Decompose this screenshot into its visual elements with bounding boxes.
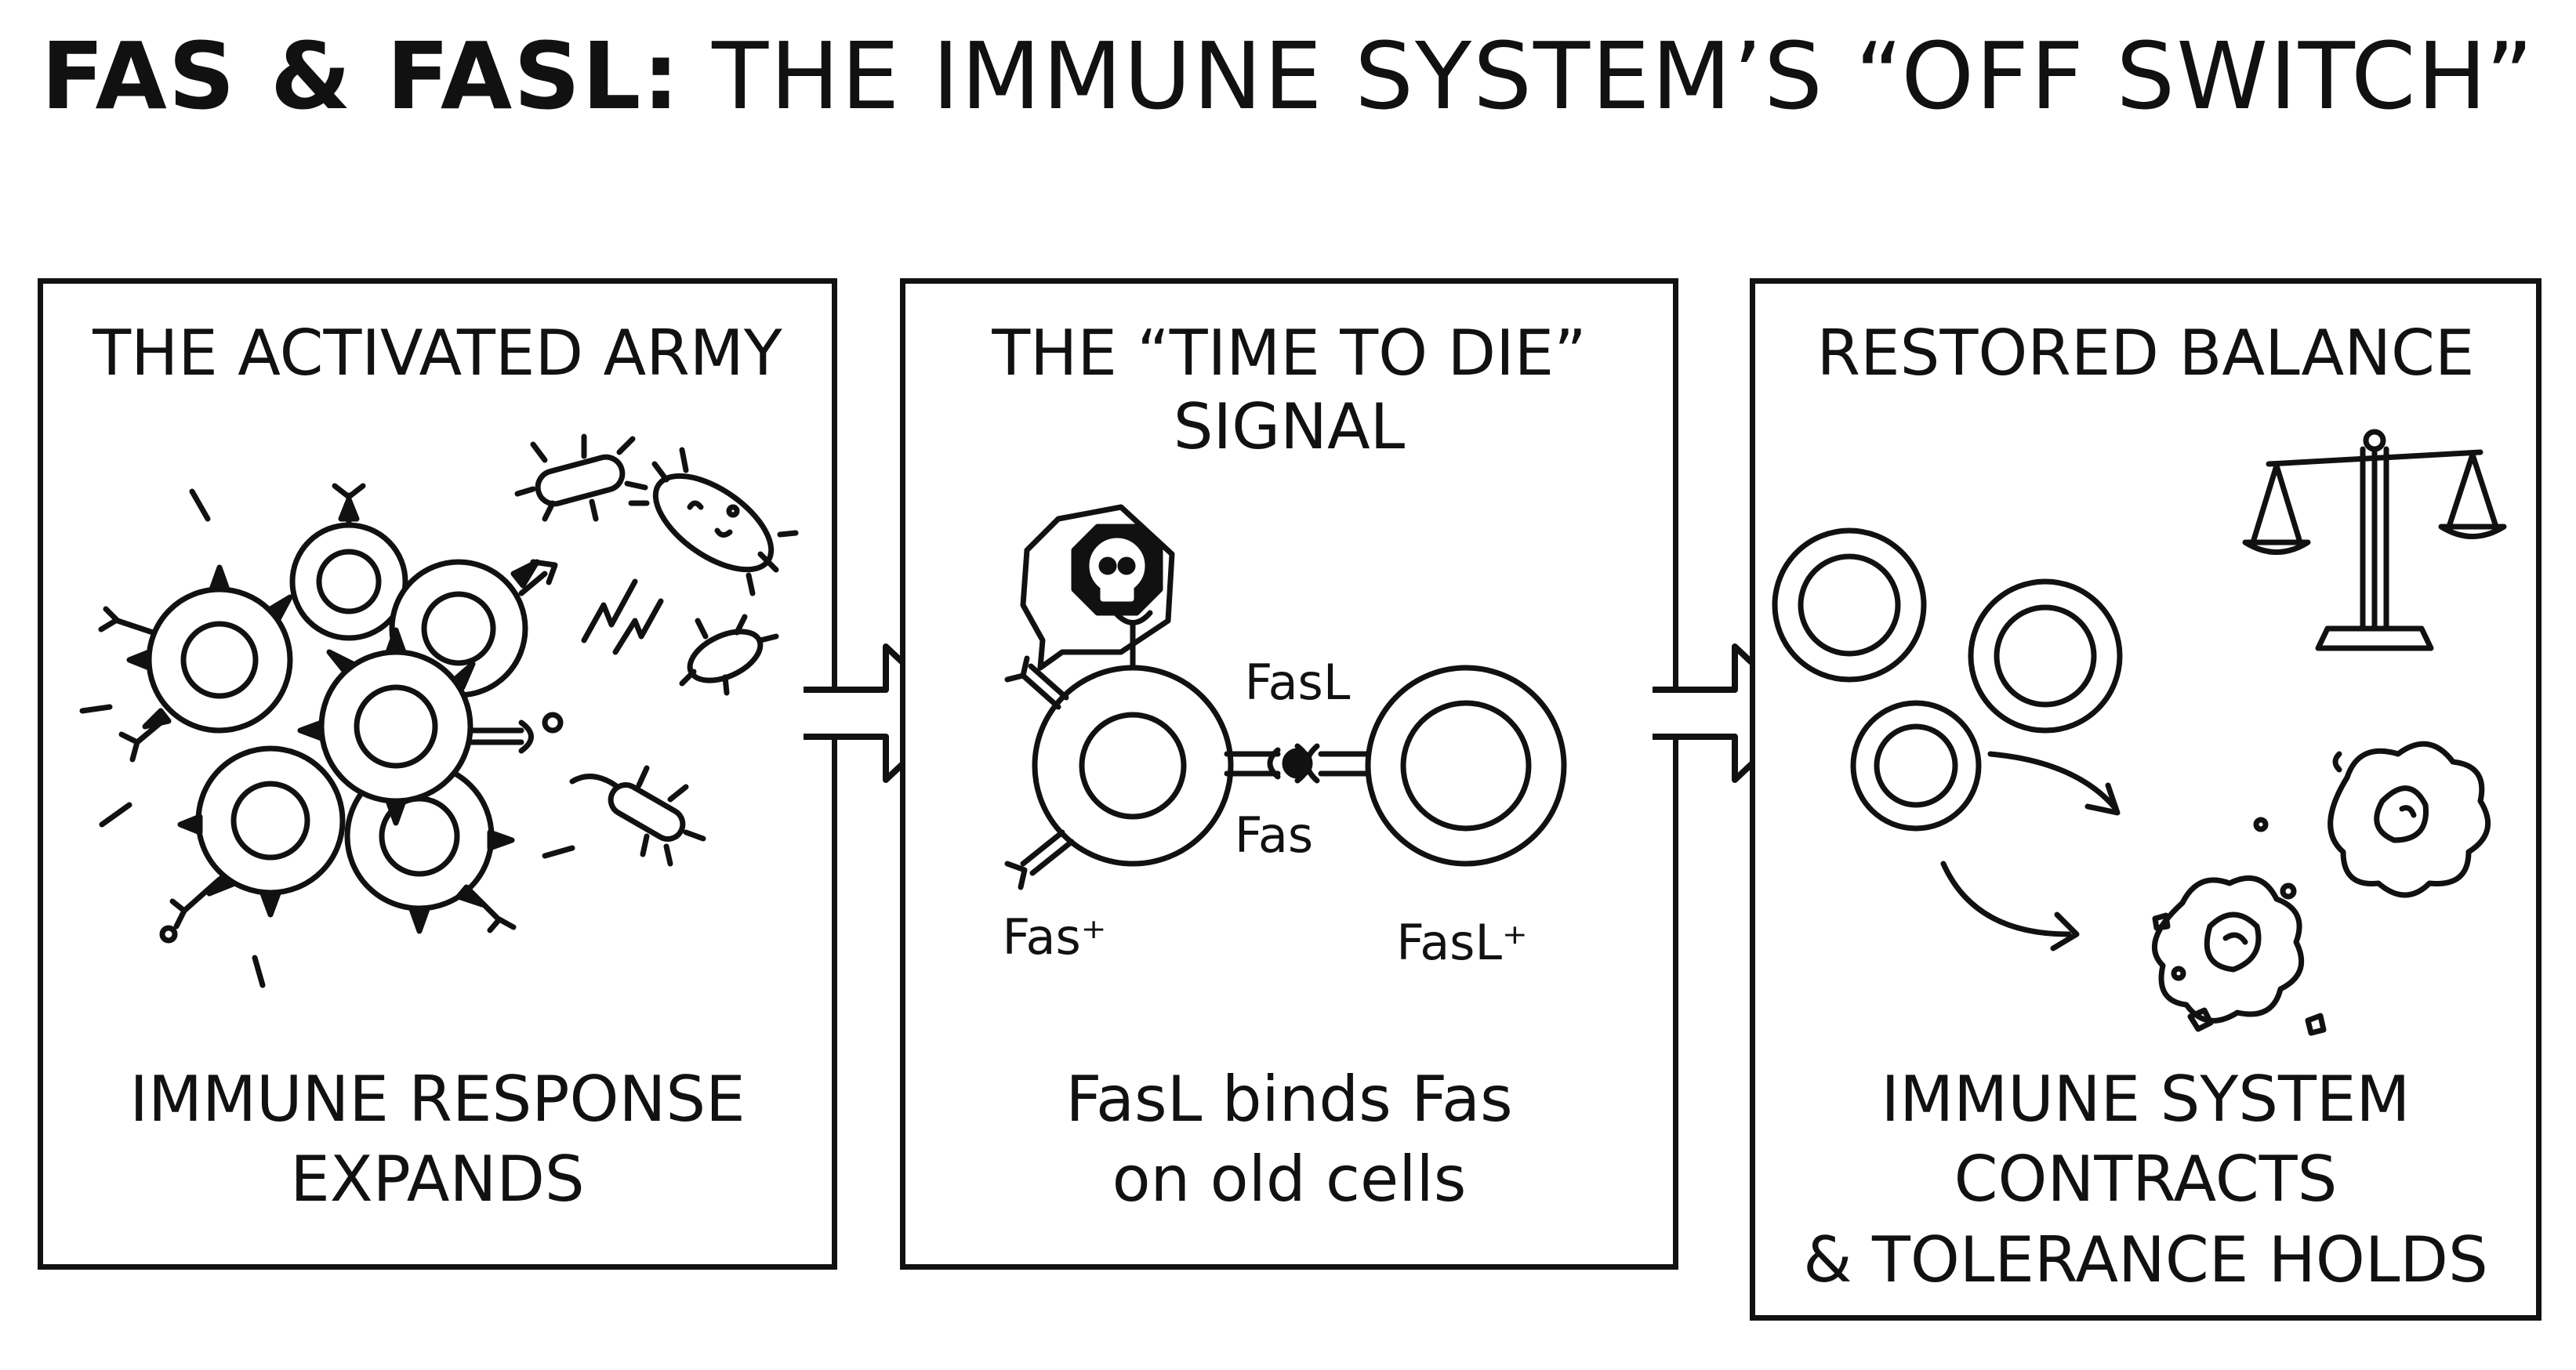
fasl-label: FasL [1245, 654, 1351, 711]
caption-line: IMMUNE SYSTEM [1881, 1063, 2411, 1136]
title-bold: FAS & FASL: [41, 22, 681, 130]
apoptotic-cell-icon [2327, 741, 2491, 898]
bacteria-icon [514, 433, 648, 522]
page-title: FAS & FASL: THE IMMUNE SYSTEM’S “OFF SWI… [0, 30, 2576, 122]
t-cell-icon [297, 627, 564, 826]
resting-cell [1968, 578, 2123, 734]
bacteria-icon [569, 765, 706, 867]
caption-line: FasL binds Fas [1065, 1063, 1513, 1136]
heading-line: SIGNAL [1173, 390, 1406, 464]
fas-fasl-binding [1224, 743, 1371, 784]
t-cell-icon [98, 564, 293, 763]
caption-line: & TOLERANCE HOLDS [1803, 1223, 2488, 1296]
resting-cell [1772, 527, 1927, 683]
caption-line: IMMUNE RESPONSE [129, 1063, 746, 1136]
panel-caption: FasL binds Fas on old cells [905, 1060, 1673, 1220]
fas-positive-cell [1004, 610, 1234, 890]
panel-heading: THE “TIME TO DIE” SIGNAL [905, 317, 1673, 465]
fas-plus-label: Fas⁺ [1003, 908, 1107, 966]
caption-line: EXPANDS [290, 1143, 585, 1216]
balance-scale-icon [2242, 429, 2507, 651]
caption-line: CONTRACTS [1954, 1143, 2338, 1216]
panel-caption: IMMUNE RESPONSE EXPANDS [43, 1060, 832, 1220]
panel-restored-balance: RESTORED BALANCE [1750, 278, 2542, 1321]
panel-activated-army: THE ACTIVATED ARMY [38, 278, 837, 1270]
panel-heading: RESTORED BALANCE [1816, 317, 2475, 390]
panel-caption: IMMUNE SYSTEM CONTRACTS & TOLERANCE HOLD… [1755, 1060, 2536, 1300]
caption-line: on old cells [1112, 1143, 1467, 1216]
title-rest: THE IMMUNE SYSTEM’S “OFF SWITCH” [680, 22, 2535, 130]
skull-icon [1020, 504, 1175, 671]
fasl-plus-label: FasL⁺ [1396, 914, 1528, 971]
signal-zap-icon [581, 578, 638, 643]
t-cell-icon [159, 745, 346, 944]
activated-cells-illustration [79, 433, 799, 988]
fas-fasl-binding-illustration: FasL Fas Fas⁺ FasL⁺ [1003, 504, 1567, 971]
bacteria-icon [628, 447, 799, 596]
heading-line: THE “TIME TO DIE” [992, 317, 1587, 390]
fasl-positive-cell [1365, 665, 1567, 867]
restored-balance-illustration [1772, 429, 2507, 1036]
bacteria-icon [679, 614, 779, 696]
panel-time-to-die-signal: THE “TIME TO DIE” SIGNAL [900, 278, 1678, 1270]
t-cell-icon [289, 483, 408, 641]
resting-cell [1850, 700, 1982, 832]
panel-heading: THE ACTIVATED ARMY [93, 317, 782, 390]
fas-label: Fas [1235, 806, 1313, 864]
apoptotic-cell-icon [2151, 817, 2327, 1036]
